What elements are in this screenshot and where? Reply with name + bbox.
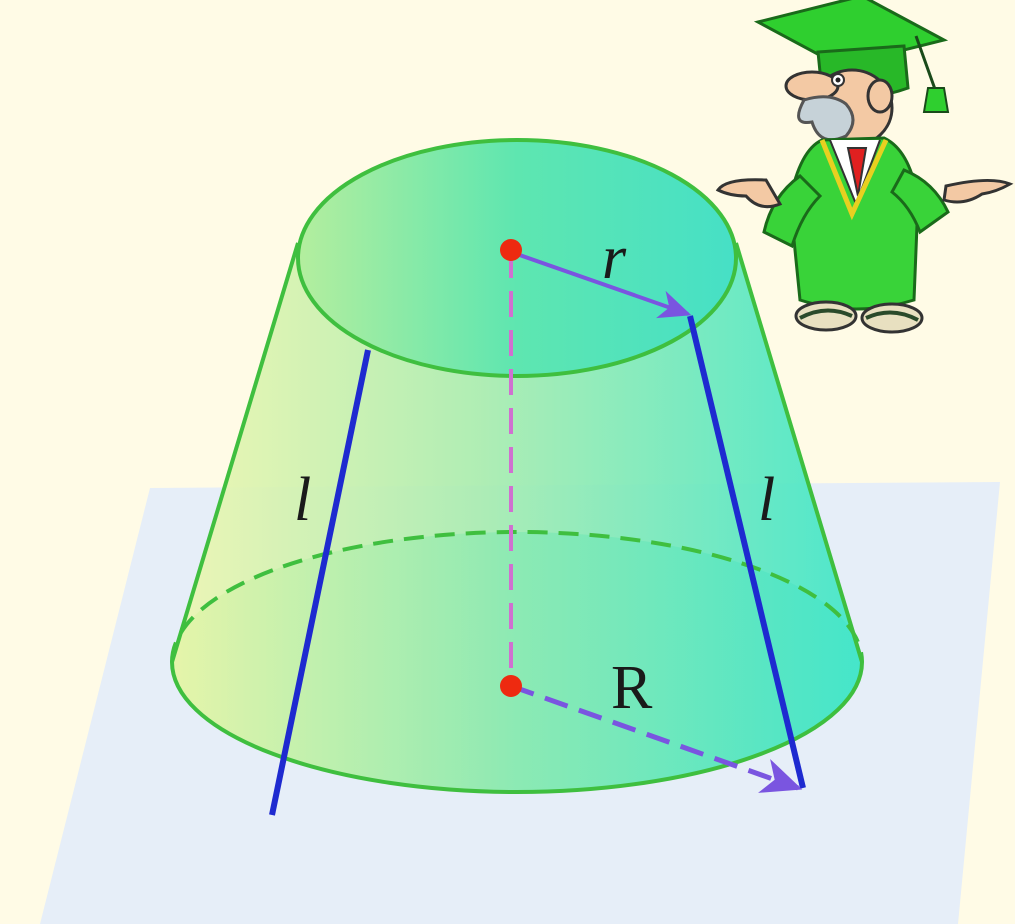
bottom-base: [172, 532, 862, 792]
generatrix-right: [687, 315, 806, 789]
label-bottom-radius: R: [611, 654, 653, 722]
bottom-base-front-edge: [170, 661, 864, 794]
generatrix-left: [269, 349, 371, 816]
frustum-right-edge: [734, 242, 864, 663]
top-radius-arrow: [510, 250, 692, 319]
bottom-radius-arrow: [510, 683, 803, 793]
label-slant-right: l: [758, 466, 775, 534]
frustum-left-edge: [170, 242, 300, 663]
top-center-point: [500, 239, 522, 261]
label-top-radius: r: [602, 224, 627, 292]
bottom-center-point: [500, 675, 522, 697]
bottom-base-hidden-edge: [170, 530, 864, 663]
professor-in-graduation-gown-icon: [715, 0, 1014, 334]
label-slant-left: l: [294, 466, 311, 534]
